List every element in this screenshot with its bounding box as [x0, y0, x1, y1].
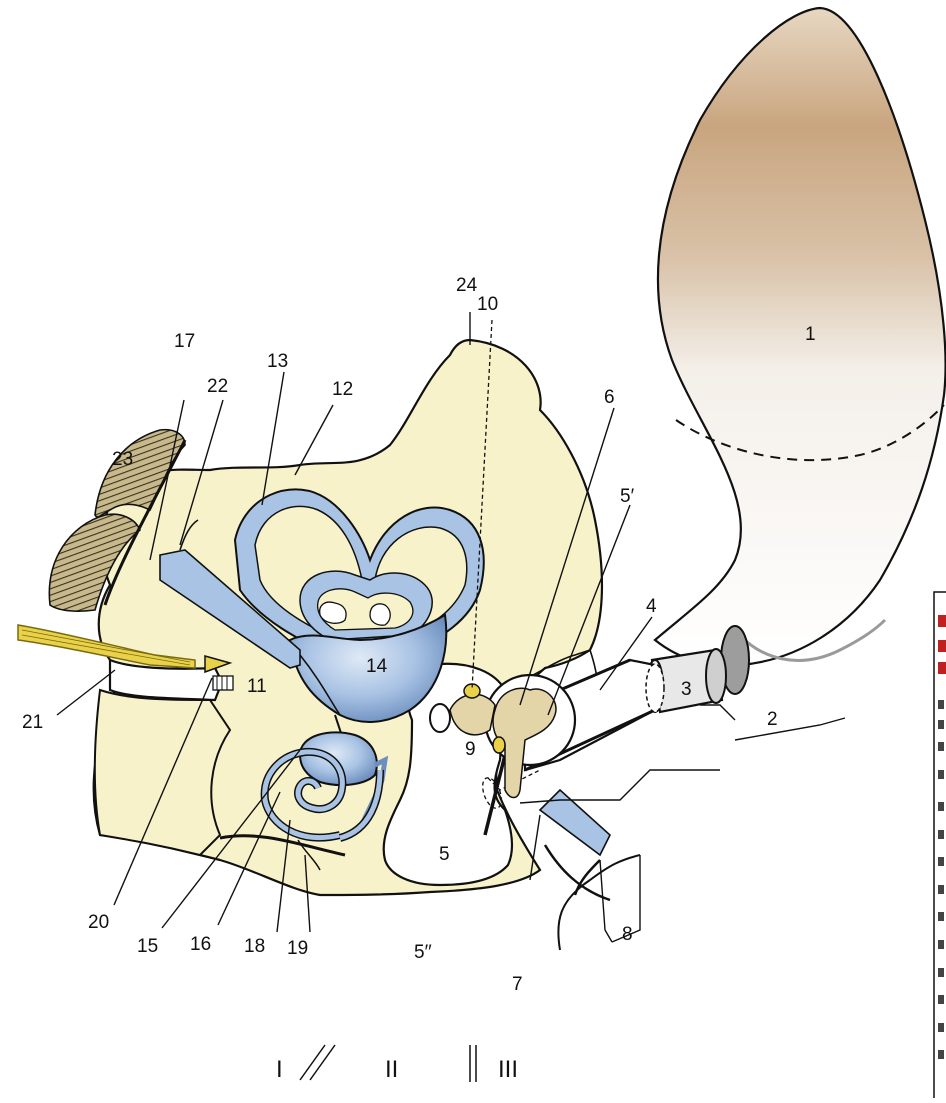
label-3: 3	[681, 679, 692, 700]
label-11: 11	[247, 676, 267, 697]
label-10: 10	[477, 294, 498, 315]
pinna	[655, 8, 946, 694]
label-5: 5	[439, 844, 450, 865]
label-4: 4	[646, 596, 657, 617]
label-1: 1	[805, 324, 816, 345]
label-12: 12	[332, 379, 353, 400]
label-22: 22	[207, 376, 228, 397]
label-6: 6	[604, 387, 615, 408]
label-15: 15	[137, 936, 158, 957]
label-19: 19	[287, 938, 308, 959]
label-24: 24	[456, 275, 478, 296]
label-14: 14	[366, 656, 388, 677]
label-7: 7	[512, 974, 523, 995]
caption-frame	[934, 592, 946, 1098]
label-8: 8	[622, 924, 633, 945]
label-9: 9	[465, 739, 476, 760]
label-5-prime: 5′	[620, 486, 635, 507]
division-II: II	[385, 1056, 398, 1083]
label-21: 21	[22, 712, 43, 733]
division-I: I	[276, 1056, 283, 1083]
division-labels: I II III	[276, 1056, 518, 1083]
division-III: III	[498, 1056, 518, 1083]
label-20: 20	[88, 912, 109, 933]
label-5-double-prime: 5′′	[414, 942, 432, 963]
label-13: 13	[267, 351, 288, 372]
label-18: 18	[244, 936, 265, 957]
label-17: 17	[174, 331, 195, 352]
pinna-shape	[655, 8, 946, 666]
muscle-9	[493, 737, 505, 753]
label-16: 16	[190, 934, 211, 955]
label-2: 2	[767, 709, 778, 730]
label-23: 23	[112, 449, 133, 470]
